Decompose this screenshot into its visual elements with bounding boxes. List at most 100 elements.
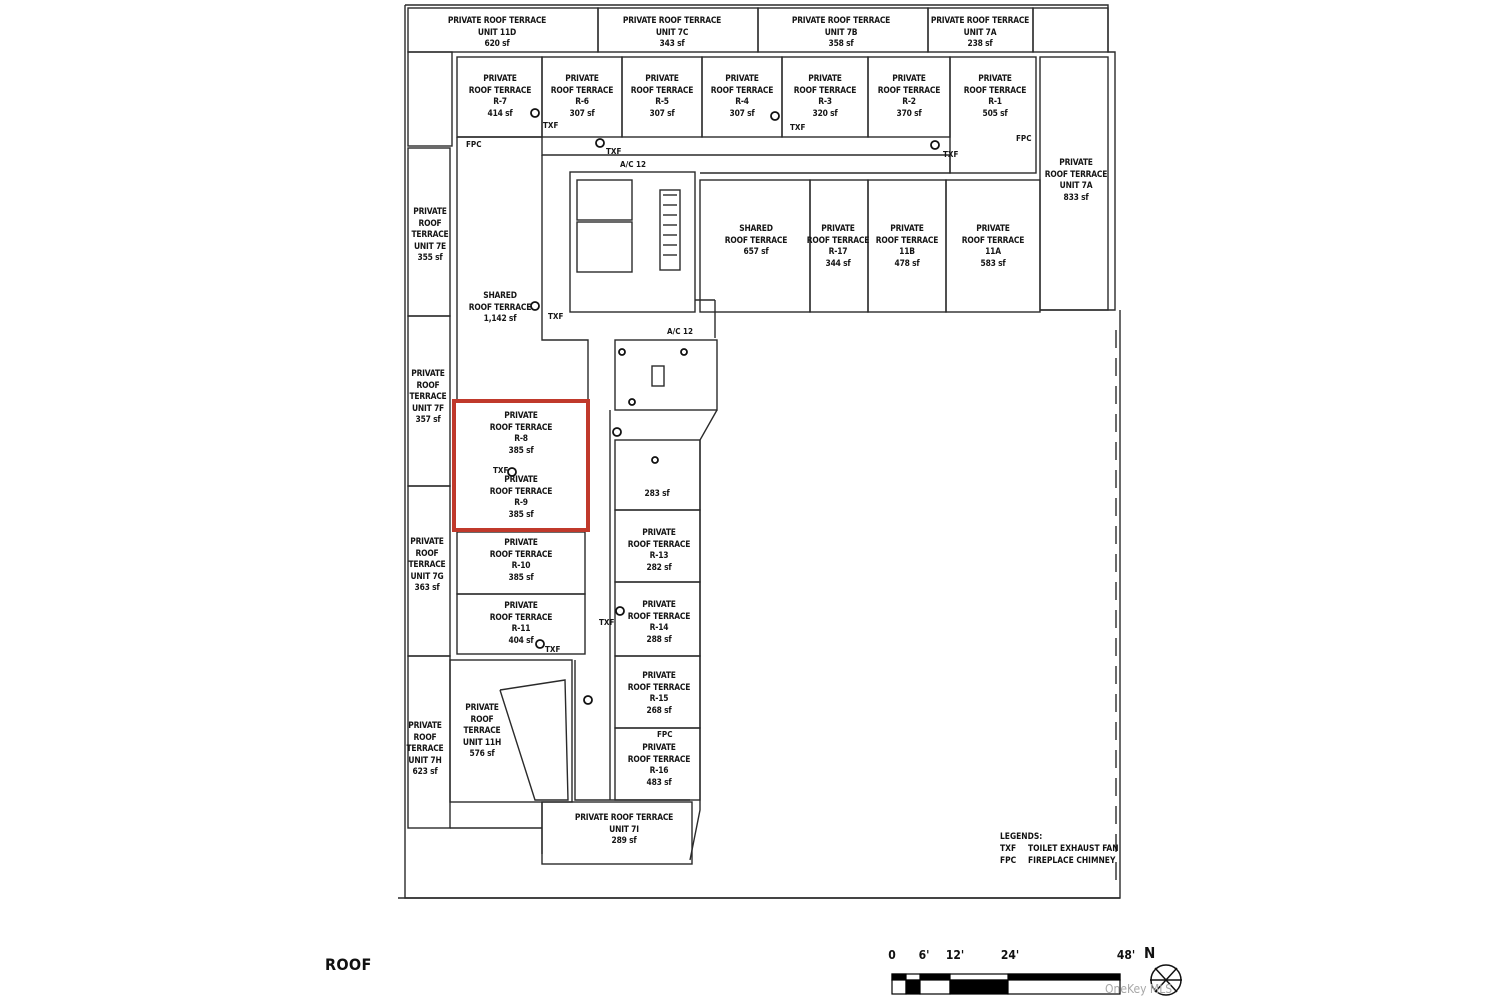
terrace-label-line: 355 sf — [417, 252, 443, 263]
terrace-label-line: R-4 — [735, 96, 749, 107]
fixture-tag-txf6: TXF — [493, 466, 509, 475]
terrace-label-line: 414 sf — [487, 107, 513, 118]
terrace-label-line: PRIVATE ROOF TERRACE — [791, 15, 891, 25]
legend-key-txf: TXF — [1000, 843, 1017, 853]
terrace-label-line: 404 sf — [508, 634, 534, 645]
terrace-label-line: 370 sf — [896, 107, 922, 118]
scale-tick-12: 12' — [945, 948, 965, 962]
scale-bar — [891, 973, 1121, 995]
terrace-label-line: ROOF TERRACE — [724, 234, 788, 245]
terrace-label-line: PRIVATE — [504, 537, 538, 547]
scale-tick-24: 24' — [1000, 948, 1020, 962]
terrace-label-line: ROOF TERRACE — [489, 611, 553, 622]
terrace-label-line: PRIVATE — [410, 536, 444, 546]
terrace-label-line: TERRACE — [406, 743, 444, 754]
terrace-label-line: ROOF TERRACE — [806, 234, 870, 245]
terrace-label-line: 385 sf — [508, 444, 534, 455]
terrace-label-line: UNIT 7C — [655, 26, 689, 37]
terrace-label-line: 307 sf — [569, 107, 595, 118]
terrace-label-line: UNIT 7F — [412, 402, 444, 413]
terrace-label-line: 282 sf — [646, 561, 672, 572]
fixture-tag-ac1: A/C 12 — [620, 160, 646, 169]
terrace-label-line: UNIT 7H — [408, 754, 442, 765]
terrace-label-line: PRIVATE — [408, 720, 442, 730]
terrace-label-line: ROOF — [416, 379, 440, 390]
terrace-label-line: ROOF TERRACE — [489, 548, 553, 559]
terrace-label-line: ROOF TERRACE — [875, 234, 939, 245]
terrace-label-line: UNIT 7A — [963, 26, 997, 37]
terrace-label-line: 358 sf — [828, 38, 854, 49]
terrace-label-line: PRIVATE — [642, 527, 676, 537]
terrace-label-line: 320 sf — [812, 107, 838, 118]
fixture-tag-txf7: TXF — [545, 645, 561, 654]
legend-label-txf: TOILET EXHAUST FAN — [1028, 843, 1119, 853]
terrace-label-line: 307 sf — [649, 107, 675, 118]
north-arrow — [1150, 964, 1182, 996]
terrace-label-line: 620 sf — [484, 38, 510, 49]
terrace-label-line: ROOF TERRACE — [627, 681, 691, 692]
terrace-label-line: UNIT 7G — [410, 570, 444, 581]
terrace-label-line: ROOF TERRACE — [550, 84, 614, 95]
terrace-label-line: PRIVATE — [565, 73, 599, 83]
terrace-label-line: ROOF TERRACE — [627, 610, 691, 621]
terrace-label-line: PRIVATE — [645, 73, 679, 83]
terrace-label-line: PRIVATE ROOF TERRACE — [447, 15, 547, 25]
terrace-label-line: SHARED — [739, 223, 773, 233]
scale-tick-0: 0 — [888, 948, 896, 962]
terrace-label-line: R-15 — [649, 693, 669, 704]
terrace-label-line: PRIVATE — [1059, 157, 1093, 167]
terrace-label-line: UNIT 7B — [824, 26, 858, 37]
terrace-label-line: UNIT 7E — [414, 240, 446, 251]
terrace-label-line: 576 sf — [469, 748, 495, 759]
fixture-tag-txf5: TXF — [548, 312, 564, 321]
watermark: OneKey MLS — [1105, 982, 1173, 996]
terrace-label-line: 11A — [985, 246, 1001, 257]
terrace-label-line: PRIVATE — [725, 73, 759, 83]
terrace-label-line: 385 sf — [508, 571, 534, 582]
terrace-label-line: PRIVATE — [642, 742, 676, 752]
terrace-label-line: 583 sf — [980, 257, 1006, 268]
terrace-label-line: PRIVATE ROOF TERRACE — [930, 15, 1030, 25]
terrace-label-line: ROOF TERRACE — [963, 84, 1027, 95]
fixture-tag-txf8: TXF — [599, 618, 615, 627]
terrace-label-line: 357 sf — [415, 414, 441, 425]
terrace-label-line: PRIVATE ROOF TERRACE — [622, 15, 722, 25]
terrace-label-line: 288 sf — [646, 633, 672, 644]
terrace-label-line: UNIT 11H — [462, 736, 502, 747]
legend-title: LEGENDS: — [1000, 831, 1043, 841]
terrace-label-line: PRIVATE — [504, 410, 538, 420]
terrace-label-line: PRIVATE — [642, 599, 676, 609]
terrace-label-line: PRIVATE — [976, 223, 1010, 233]
terrace-label-line: PRIVATE ROOF TERRACE — [574, 812, 674, 822]
terrace-label-line: 478 sf — [894, 257, 920, 268]
terrace-label-line: 657 sf — [743, 246, 769, 257]
highlighted-terraces-r8-r9 — [452, 399, 590, 532]
scale-tick-6: 6' — [918, 948, 930, 962]
fixture-tag-txf2: TXF — [606, 147, 622, 156]
scale-tick-48: 48' — [1116, 948, 1136, 962]
terrace-label-line: UNIT 7A — [1059, 180, 1093, 191]
terrace-label-line: ROOF TERRACE — [793, 84, 857, 95]
terrace-label-line: ROOF — [470, 713, 494, 724]
terrace-label-line: ROOF — [415, 547, 439, 558]
terrace-label-line: 238 sf — [967, 38, 993, 49]
terrace-label-line: 385 sf — [508, 508, 534, 519]
